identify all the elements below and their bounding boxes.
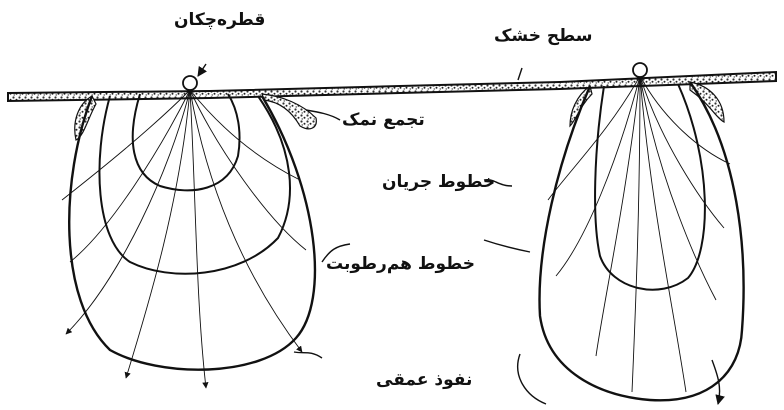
label-dry-surface: سطح خشک xyxy=(494,26,593,46)
leader-lines xyxy=(197,63,547,405)
dripper-left xyxy=(182,75,198,91)
leader-deep-right xyxy=(517,353,547,405)
leader-moisture-right xyxy=(483,239,531,253)
leader-dripper xyxy=(197,63,207,77)
wetting-bulb-right xyxy=(538,62,745,405)
leader-deep-left xyxy=(293,351,323,359)
leader-salt xyxy=(305,109,341,121)
flow-lines-left xyxy=(61,89,307,389)
label-iso-moisture-lines: خطوط هم‌رطوبت xyxy=(326,254,475,274)
leader-flow xyxy=(483,178,513,187)
label-salt-accumulation: تجمع نمک xyxy=(342,110,425,130)
label-flow-lines: خطوط جریان xyxy=(382,172,496,192)
wetting-bulb-left xyxy=(61,75,317,389)
leader-moisture-left xyxy=(321,243,351,263)
soil-surface xyxy=(7,70,777,103)
wetting-front-outer xyxy=(68,95,317,371)
iso-moisture-line xyxy=(98,95,291,275)
iso-moisture-line xyxy=(594,83,706,291)
leader-surface xyxy=(517,67,523,81)
wetting-front-outer xyxy=(538,81,745,402)
label-dripper: قطره‌چکان xyxy=(174,10,266,30)
flow-lines-right xyxy=(547,75,731,393)
dripper-right xyxy=(632,62,648,78)
label-deep-percolation: نفوذ عمقی xyxy=(376,370,473,390)
iso-moisture-line xyxy=(131,93,241,192)
